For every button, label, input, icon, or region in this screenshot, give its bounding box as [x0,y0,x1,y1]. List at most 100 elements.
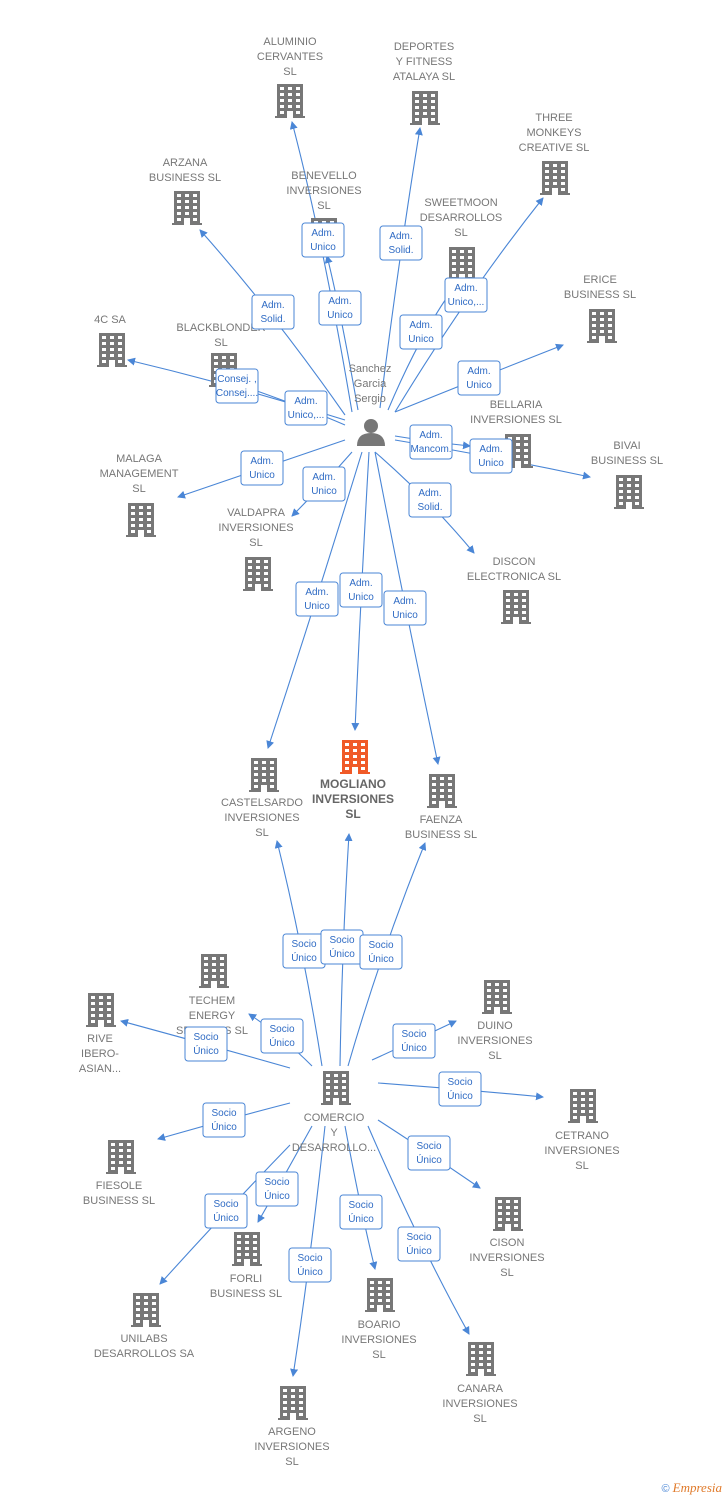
node-label-line: INVERSIONES [224,812,299,824]
edge-label-box [284,390,328,426]
edge-label-malaga[interactable]: Adm.Unico [240,450,284,486]
edge-label-faenza[interactable]: Adm.Unico [383,590,427,626]
node-label-line: SL [214,337,227,349]
building-icon [321,1071,351,1105]
edge-label-erice[interactable]: Adm.Unico [457,360,501,396]
company-node-rive[interactable]: RIVEIBERO-ASIAN... [79,993,121,1075]
edge-label-mogliano[interactable]: Adm.Unico [339,572,383,608]
edge-label-three[interactable]: Adm.Unico,... [444,277,488,313]
edge-label-text: Adm. [418,488,441,499]
edge-label-arzana[interactable]: Adm.Solid. [251,294,295,330]
company-node-techem[interactable]: TECHEMENERGYSERVICES SL [176,954,248,1037]
person-icon [357,419,385,446]
edge-label-text: Unico [249,470,275,481]
edge-label-box [240,450,284,486]
edge-label-text: Único [401,1041,427,1054]
node-label-line: INVERSIONES [544,1145,619,1157]
node-label-line: MOGLIANO [320,777,386,791]
edge-label-box [301,222,345,258]
edge-label-box [339,572,383,608]
edge-label-text: Adm. [393,596,416,607]
node-label-line: SL [132,483,145,495]
edge-label-discon[interactable]: Adm. Solid. [408,482,452,518]
edge-label-blackblonder[interactable]: Adm.Unico,... [284,390,328,426]
node-label-line: ALUMINIO [263,36,317,48]
footer-credit[interactable]: © Empresia [661,1480,722,1496]
edge-label-bellaria[interactable]: Adm.Mancom. [409,424,453,460]
building-icon [275,84,305,118]
node-label-line: BUSINESS SL [591,455,663,467]
edge-label-text: Adm. [328,296,351,307]
building-icon [614,475,644,509]
building-icon [172,191,202,225]
node-label-line: BUSINESS SL [210,1288,282,1300]
node-label-line: SL [283,66,296,78]
edge-label-text: Único [291,951,317,964]
edge-label-text: Solid. [417,502,442,513]
company-node-4csa[interactable]: 4C SA [94,314,127,367]
node-label-line: ERICE [583,274,617,286]
edge-label-4csa[interactable]: Consej. ,Consej.... [215,368,259,404]
edge-label-text: Socio [329,935,354,946]
node-label-line: UNILABS [120,1333,167,1345]
building-icon [501,590,531,624]
building-icon [365,1278,395,1312]
edge-label-text: Socio [211,1108,236,1119]
edge-label-valdapra[interactable]: Adm.Unico [302,466,346,502]
edge-label-sweetmoon[interactable]: Adm.Unico [399,314,443,350]
building-icon [427,774,457,808]
edge-label-text: Adm. [311,228,334,239]
node-label-line: Sanchez [349,363,392,375]
edge-label-deportes[interactable]: Adm.Solid. [379,225,423,261]
building-icon [587,309,617,343]
edge-label-castelsardo[interactable]: Adm.Unico [295,581,339,617]
edge-label-box [457,360,501,396]
node-label-line: Sergio [354,393,386,405]
edge-label-text: Único [193,1044,219,1057]
edge-label-benevello[interactable]: Adm.Unico [318,290,362,326]
node-label-line: SL [488,1050,501,1062]
edge-label-aluminio[interactable]: Adm.Unico [301,222,345,258]
edge-sanchez-to-aluminio [289,121,353,413]
node-label-line: CREATIVE SL [519,142,590,154]
edge-label-bivai[interactable]: Adm.Unico [469,438,513,474]
company-node-comercio[interactable]: COMERCIOYDESARROLLO... [292,1071,376,1154]
